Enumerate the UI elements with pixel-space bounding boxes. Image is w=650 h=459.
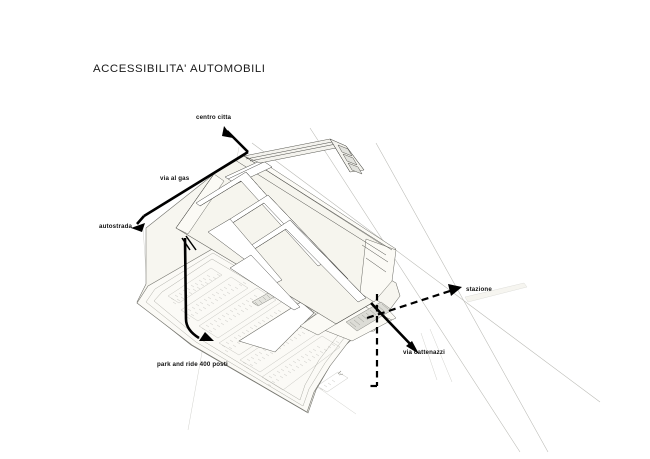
label-park-and-ride: park and ride 400 posti	[157, 361, 228, 368]
podium-hatching-left	[254, 294, 271, 306]
label-centro-citta: centro citta	[196, 114, 232, 121]
autostrada-arrowhead	[131, 223, 145, 232]
label-via-cattenazzi: via cattenazzi	[403, 349, 445, 356]
roof-skylight-ribs	[195, 159, 389, 311]
centro-citta-road	[226, 130, 249, 153]
stazione-route	[366, 288, 454, 320]
via-cattenazzi-road	[370, 302, 415, 349]
diagram-labels: ACCESSIBILITA' AUTOMOBILI centro citta v…	[93, 63, 492, 368]
parking-lot	[136, 247, 357, 413]
via-cattenazzi-arrowhead	[406, 341, 419, 354]
road-network	[131, 126, 462, 388]
centro-citta-arrowhead	[222, 126, 233, 138]
context-road-band	[464, 282, 528, 303]
label-stazione: stazione	[466, 286, 492, 293]
via-al-gas-road	[143, 150, 249, 218]
lot-access-arrowhead	[199, 332, 214, 341]
building-roof	[175, 155, 397, 336]
label-autostrada: autostrada	[99, 223, 133, 230]
stazione-arrowhead	[448, 284, 462, 296]
label-via-al-gas: via al gas	[160, 175, 190, 182]
autostrada-road	[136, 215, 145, 225]
lot-marker-icon	[337, 370, 344, 376]
pedestrian-bridge	[243, 138, 365, 175]
lot-access-road	[183, 237, 200, 340]
page-title: ACCESSIBILITA' AUTOMOBILI	[93, 63, 265, 75]
